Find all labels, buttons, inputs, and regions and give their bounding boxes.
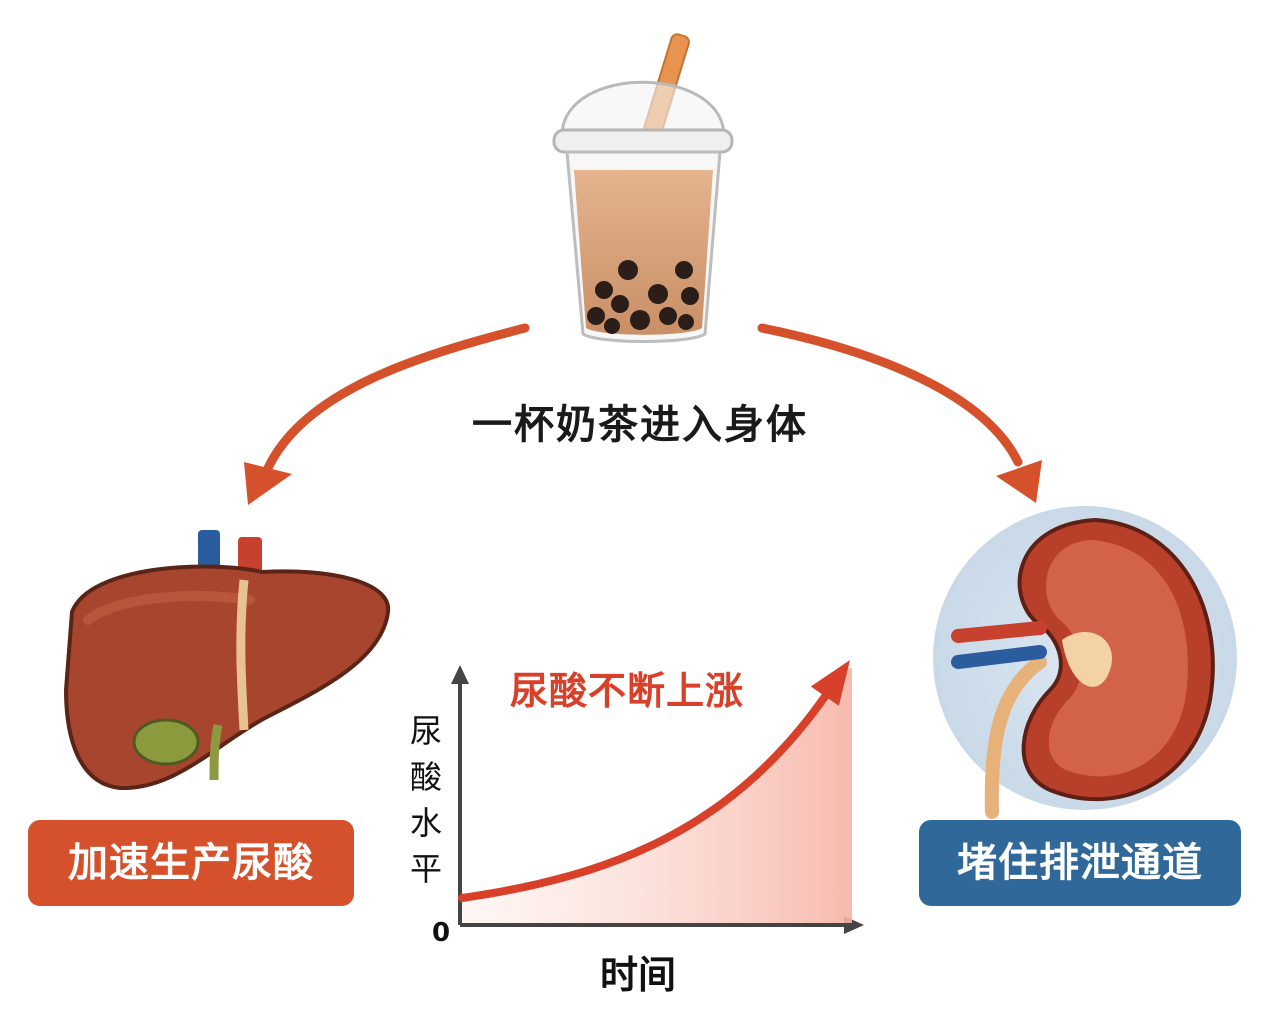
liver-effect-badge: 加速生产尿酸 [28, 820, 354, 906]
arrow-to-kidney [757, 323, 1042, 503]
chart-title: 尿酸不断上涨 [510, 669, 745, 713]
kidney-icon [933, 506, 1237, 819]
bubble-tea-icon [552, 33, 734, 343]
arrow-to-liver [244, 323, 530, 505]
chart-marks [458, 660, 852, 923]
chart-trend-line [458, 692, 829, 902]
chart-origin-label: 0 [432, 918, 451, 948]
intake-caption: 一杯奶茶进入身体 [472, 402, 808, 448]
chart-area-fill [462, 668, 852, 923]
chart-trend-arrowhead [810, 660, 850, 706]
chart-x-axis-label: 时间 [600, 953, 677, 997]
kidney-effect-badge: 堵住排泄通道 [919, 820, 1241, 906]
liver-icon [63, 530, 391, 791]
chart-axes [451, 665, 864, 934]
chart-y-axis-label: 尿酸水平 [409, 712, 442, 888]
